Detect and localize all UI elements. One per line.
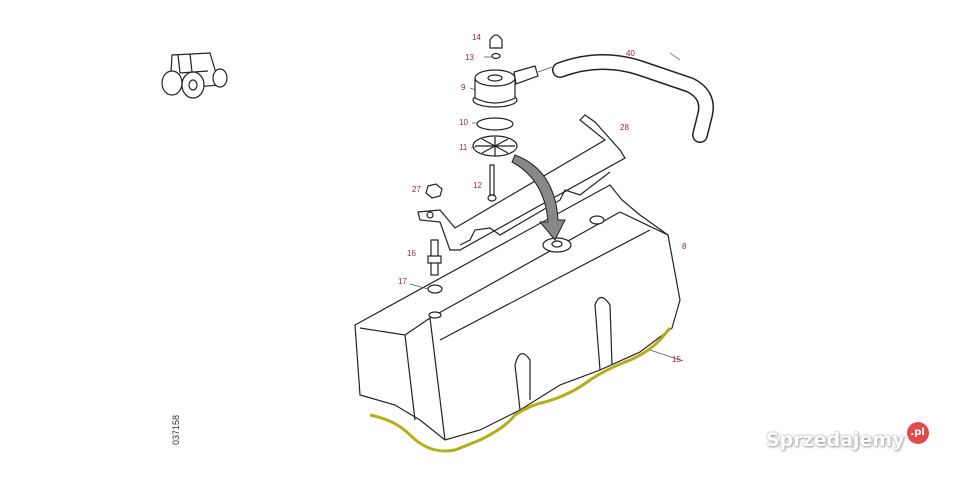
label-40: 40 xyxy=(626,49,635,58)
watermark-badge: .pl xyxy=(906,422,929,444)
breather-hose xyxy=(552,54,714,143)
label-10: 10 xyxy=(459,118,468,127)
label-15: 15 xyxy=(672,355,681,364)
label-27: 27 xyxy=(412,185,421,194)
label-17: 17 xyxy=(398,277,407,286)
watermark-text: Sprzedajemy xyxy=(766,429,905,451)
assembly-arrow xyxy=(511,154,566,241)
label-11: 11 xyxy=(459,143,468,152)
label-13: 13 xyxy=(465,53,474,62)
gasket xyxy=(369,327,672,453)
breather-cap xyxy=(472,65,553,108)
label-8: 8 xyxy=(682,242,687,251)
label-16: 16 xyxy=(407,249,416,258)
label-14: 14 xyxy=(472,33,481,42)
bracket xyxy=(417,114,626,251)
tractor-icon xyxy=(161,52,228,99)
stud xyxy=(427,239,442,276)
label-12: 12 xyxy=(473,181,482,190)
label-9: 9 xyxy=(461,83,466,92)
watermark: Sprzedajemy .pl xyxy=(766,422,929,452)
label-28: 28 xyxy=(620,123,629,132)
hex-nut xyxy=(425,183,443,199)
bolt xyxy=(487,164,497,202)
drawing-code: 037158 xyxy=(171,415,181,445)
filter-element xyxy=(472,135,518,157)
o-ring xyxy=(476,117,514,131)
valve-cover xyxy=(354,184,681,441)
cap-nut xyxy=(489,34,503,60)
